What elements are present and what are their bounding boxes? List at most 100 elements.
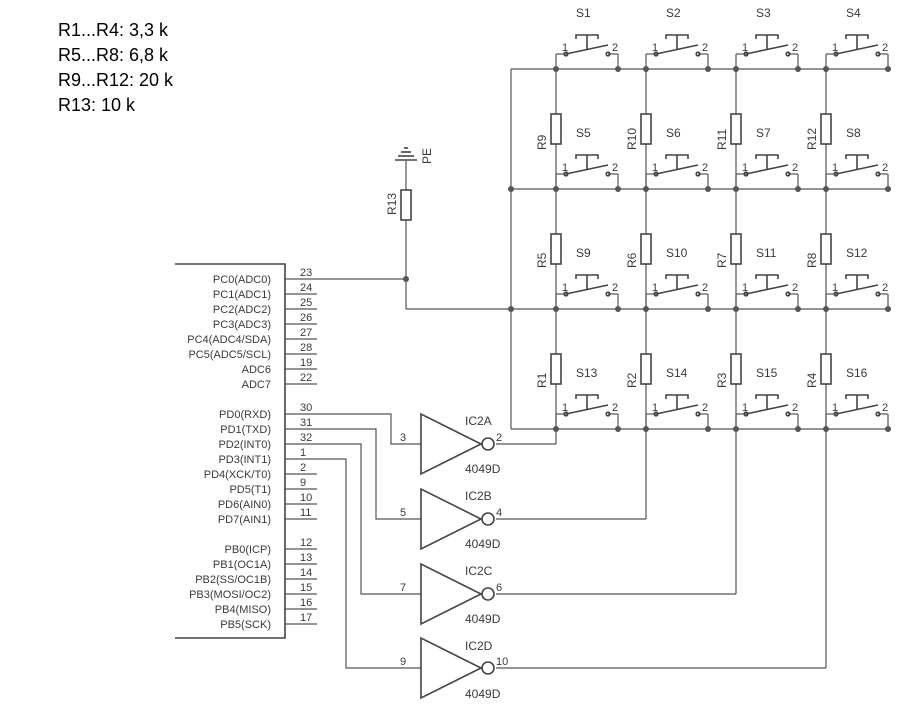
- pin-number: 10: [300, 492, 312, 504]
- switch-pin-2: 2: [792, 402, 798, 414]
- push-switch: 1 2 S8: [823, 126, 891, 192]
- switch-label: S12: [846, 246, 868, 260]
- resistor-label: R5: [535, 252, 549, 268]
- pin-name: PD4(XCK/T0): [204, 469, 271, 481]
- resistor: [730, 353, 742, 385]
- switch-pin-1: 1: [562, 402, 568, 414]
- pin-name: PB0(ICP): [225, 544, 271, 556]
- resistor: [550, 233, 562, 265]
- resistor: [730, 113, 742, 145]
- push-switch: 1 2 S11: [733, 246, 801, 312]
- pin-number: 27: [300, 327, 312, 339]
- pin-number: 31: [300, 417, 312, 429]
- switch-label: S15: [756, 366, 778, 380]
- mcu-body: [175, 263, 286, 639]
- switch-pin-2: 2: [612, 282, 618, 294]
- switch-pin-2: 2: [612, 162, 618, 174]
- switch-label: S16: [846, 366, 868, 380]
- switch-pin-2: 2: [882, 162, 888, 174]
- mcu-pins-port-d: PD0(RXD)30 PD1(TXD)31 PD2(INT0)32 PD3(IN…: [204, 402, 317, 526]
- inverter-output-pin: 10: [496, 656, 508, 668]
- resistor-label: R9: [535, 134, 549, 150]
- resistor: [640, 353, 652, 385]
- inverter-output-pin: 2: [496, 432, 502, 444]
- switch-label: S4: [846, 6, 861, 20]
- switch-label: S8: [846, 126, 861, 140]
- resistor: [640, 233, 652, 265]
- resistor-label: R7: [715, 252, 729, 268]
- switch-pin-1: 1: [562, 282, 568, 294]
- pin-number: 26: [300, 312, 312, 324]
- switch-pin-2: 2: [792, 282, 798, 294]
- pin-number: 14: [300, 567, 312, 579]
- pin-number: 2: [300, 462, 306, 474]
- inverter-output-pin: 4: [496, 507, 502, 519]
- push-switch: 1 2 S15: [733, 366, 801, 432]
- pin-name: PD5(T1): [229, 484, 271, 496]
- switch-pin-1: 1: [562, 162, 568, 174]
- inverter-type: 4049D: [465, 687, 501, 701]
- ground-pe-icon: [395, 147, 417, 161]
- switch-pin-1: 1: [652, 42, 658, 54]
- switch-pin-2: 2: [702, 42, 708, 54]
- switch-pin-1: 1: [832, 42, 838, 54]
- inverter-input-pin: 3: [400, 432, 406, 444]
- switch-pin-1: 1: [562, 42, 568, 54]
- note-r13: R13: 10 k: [58, 95, 136, 115]
- pin-name: PC3(ADC3): [213, 319, 271, 331]
- pin-number: 15: [300, 582, 312, 594]
- resistor-value-notes: R1...R4: 3,3 k R5...R8: 6,8 k R9...R12: …: [58, 18, 173, 118]
- pin-number: 19: [300, 357, 312, 369]
- switch-pin-2: 2: [882, 282, 888, 294]
- resistor: [820, 113, 832, 145]
- inverter-name: IC2A: [465, 414, 492, 428]
- pin-name: PC0(ADC0): [213, 274, 271, 286]
- inverter-ic2c: IC2C 4049D 7 6: [400, 562, 502, 626]
- inverter-ic2d: IC2D 4049D 9 10: [400, 636, 508, 701]
- push-switch: 1 2 S13: [553, 366, 621, 432]
- inverter-name: IC2C: [465, 564, 493, 578]
- switch-label: S1: [576, 6, 591, 20]
- pin-number: 11: [300, 507, 311, 519]
- resistor-label: R1: [535, 372, 549, 388]
- switch-label: S6: [666, 126, 681, 140]
- pin-name: PC4(ADC4/SDA): [187, 334, 271, 346]
- pin-number: 9: [300, 477, 306, 489]
- sense-wiring: R13 PE: [317, 147, 886, 310]
- switch-pin-1: 1: [742, 402, 748, 414]
- switch-label: S11: [756, 246, 777, 260]
- pin-number: 17: [300, 612, 312, 624]
- pin-number: 24: [300, 282, 312, 294]
- switch-pin-1: 1: [832, 282, 838, 294]
- pin-number: 1: [300, 447, 306, 459]
- pin-name: ADC7: [242, 379, 271, 391]
- inverter-name: IC2D: [465, 639, 493, 653]
- switch-pin-2: 2: [702, 162, 708, 174]
- switch-pin-2: 2: [612, 42, 618, 54]
- inverter-input-pin: 7: [400, 582, 406, 594]
- switch-pin-1: 1: [742, 282, 748, 294]
- pin-number: 23: [300, 267, 312, 279]
- pin-name: PB5(SCK): [220, 619, 271, 631]
- resistor-label: R12: [805, 128, 819, 150]
- switch-pin-2: 2: [882, 402, 888, 414]
- pin-name: PB3(MOSI/OC2): [189, 589, 271, 601]
- switch-pin-2: 2: [612, 402, 618, 414]
- switch-pin-1: 1: [652, 282, 658, 294]
- push-switch: 1 2 S12: [823, 246, 891, 312]
- resistor-r13: [400, 189, 412, 221]
- pin-number: 22: [300, 372, 312, 384]
- switch-pin-1: 1: [832, 162, 838, 174]
- pin-name: PC2(ADC2): [213, 304, 271, 316]
- pin-name: PD1(TXD): [220, 424, 271, 436]
- switch-label: S13: [576, 366, 598, 380]
- resistor: [820, 233, 832, 265]
